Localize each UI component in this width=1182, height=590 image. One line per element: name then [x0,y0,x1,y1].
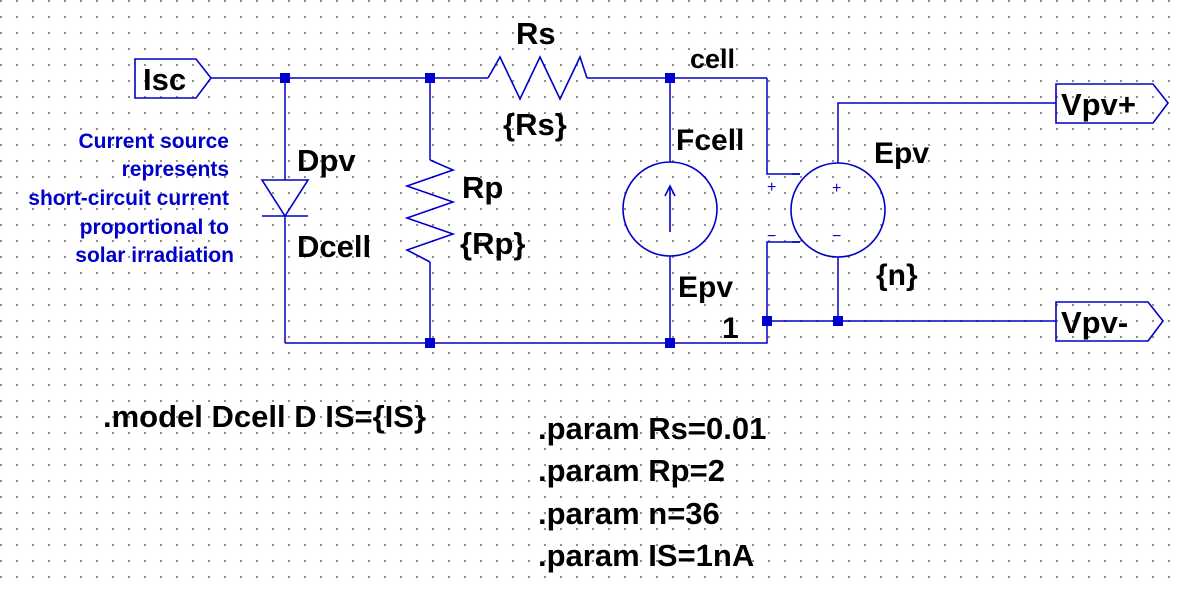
junction-dot [280,73,290,83]
fcell-instance-name: Fcell [676,124,744,157]
epv-circle [790,162,886,258]
annotation-line: solar irradiation [75,244,234,267]
junction-dot [425,338,435,348]
fcell-gain: 1 [722,312,739,345]
resistor-rs-zigzag [487,54,588,101]
diode-dpv[interactable]: Dpv Dcell [260,143,371,264]
resistor-rp[interactable]: Rp {Rp} [404,159,525,263]
resistor-rs-name: Rs [516,16,556,51]
diode-model-name: Dcell [297,229,371,264]
param-directive[interactable]: .param IS=1nA [538,538,754,573]
port-vpv-plus[interactable]: Vpv+ [1055,83,1170,124]
epv-gain: {n} [876,259,918,292]
annotation-line: Current source [78,130,229,153]
epv-control-minus-sign: − [767,228,776,245]
port-isc-shape [134,58,213,99]
voltage-source-epv[interactable]: + − + − Epv {n} [767,137,929,292]
wires [211,77,1056,344]
port-vpv-plus-shape [1055,83,1170,124]
junction-dot [762,316,772,326]
port-isc-label: Isc [143,62,186,97]
wire-cell-to-epv-plus[interactable] [766,78,800,175]
fcell-arrow-up-icon [664,184,676,197]
port-vpv-minus-label: Vpv- [1061,305,1128,340]
junction-dot [425,73,435,83]
fcell-circle [622,161,718,257]
resistor-rp-zigzag [404,159,456,263]
current-source-fcell[interactable]: Fcell Epv 1 [622,124,744,345]
param-directive[interactable]: .param Rs=0.01 [538,411,766,446]
port-vpv-minus-shape [1055,301,1165,342]
fcell-control-source: Epv [678,271,733,304]
annotation-line: short-circuit current [28,187,229,210]
epv-output-minus-sign: − [832,228,841,245]
param-directive[interactable]: .param Rp=2 [538,453,725,488]
port-vpv-minus[interactable]: Vpv- [1055,301,1165,342]
epv-control-plus-sign: + [767,179,776,196]
junction-dot [833,316,843,326]
diode-symbol [260,179,310,218]
port-isc[interactable]: Isc [134,58,213,99]
resistor-rp-value: {Rp} [460,226,525,261]
port-vpv-plus-label: Vpv+ [1061,87,1136,122]
epv-output-plus-sign: + [832,180,841,197]
resistor-rs-value: {Rs} [503,107,567,142]
epv-instance-name: Epv [874,137,929,170]
resistor-rs[interactable]: Rs {Rs} [487,16,588,142]
annotation-line: represents [122,158,229,181]
junction-dot [665,338,675,348]
model-directive[interactable]: .model Dcell D IS={IS} [103,399,426,434]
net-label-cell: cell [690,44,735,74]
spice-directives: .model Dcell D IS={IS} .param Rs=0.01 .p… [103,399,766,573]
param-directive[interactable]: .param n=36 [538,496,720,531]
junction-dot [665,73,675,83]
annotation-comment: Current source represents short-circuit … [28,130,234,267]
resistor-rp-name: Rp [462,170,503,205]
wire-bottom-return[interactable] [285,241,800,344]
wire-epv-plus-out[interactable] [837,102,1056,163]
junctions [280,73,843,348]
annotation-line: proportional to [80,216,229,239]
diode-instance-name: Dpv [297,143,356,178]
